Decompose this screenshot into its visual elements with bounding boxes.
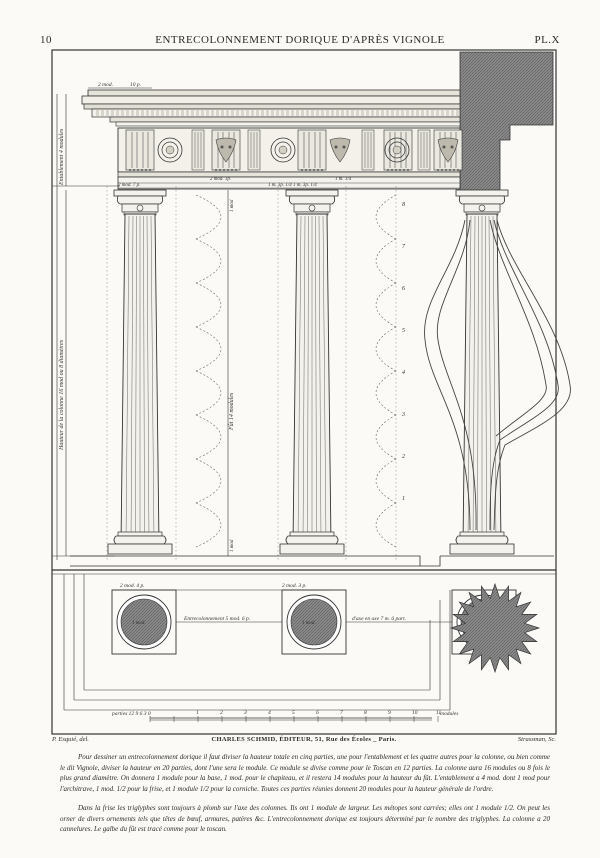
column-left [107, 189, 173, 555]
shaft-label: Fût 14 modules [228, 392, 235, 431]
metope-bucrane [437, 137, 459, 163]
entablature-label: Entablement 4 modules [58, 128, 65, 186]
triglyph [247, 129, 261, 171]
scale-number: 1 [196, 710, 199, 716]
plan-entrecolonnement: Entrecolonnement 5 mod. 6 p. [183, 616, 250, 622]
flute-construction [195, 194, 397, 548]
flute-number: 4 [402, 369, 405, 376]
plate-number: PL.X [534, 34, 560, 46]
scale-number: 7 [340, 710, 343, 716]
triglyph [191, 129, 205, 171]
flute-number: 8 [402, 202, 405, 208]
metope-bucrane [215, 137, 237, 163]
triglyph [125, 129, 155, 171]
stylobate [52, 555, 556, 711]
flute-number: 5 [402, 328, 405, 334]
scale-number: 8 [364, 710, 367, 716]
dim-mid-3: 1 m. 3p. 1/4 1 m. 3p. 1/4 [268, 183, 317, 188]
dim-plan-2: 2 mod. 3 p. [282, 583, 307, 589]
dim-plan-1: 2 mod. 4 p. [120, 582, 145, 589]
scale-bar [149, 716, 439, 722]
credit-publisher: CHARLES SCHMID, ÉDITEUR, 51, Rue des Éco… [211, 736, 397, 743]
flute-number: 7 [402, 244, 406, 250]
scale-number: 5 [292, 710, 295, 716]
dim-mid-4: 1 m. 1/4 [335, 177, 352, 182]
scale-number: 11 [436, 710, 441, 716]
dim-top: 2 mod. [98, 82, 113, 88]
column-height-label: Hauteur de la colonne 16 mod ou 8 diamèt… [59, 339, 65, 451]
plan-label-2: 1 mod. [302, 621, 316, 626]
flute-number: 2 [402, 454, 405, 460]
flute-number: 1 [402, 496, 405, 502]
credit-draftsman: P. Esquié, del. [52, 736, 89, 743]
wall-section [459, 51, 554, 196]
dim-top-2: 10 p. [130, 82, 141, 88]
dim-mid-2: 2 mod. 1p. [210, 177, 231, 182]
description-paragraph-1: Pour dessiner un entrecolonnement doriqu… [60, 753, 550, 793]
entasis-construction [424, 219, 571, 531]
scale-number: 10 [412, 710, 418, 716]
scale-number: 6 [316, 710, 319, 716]
scale-number: 4 [268, 709, 271, 716]
credit-engraver: Strassman, Sc. [517, 736, 556, 743]
scale-label: parties 12 9 6 3 0 [111, 711, 151, 717]
frieze [117, 127, 463, 173]
description-paragraph-2: Dans la frise les triglyphes sont toujou… [60, 804, 550, 833]
metope-patera [384, 137, 410, 163]
cornice [81, 89, 461, 127]
plate-title: ENTRECOLONNEMENT DORIQUE D'APRÈS VIGNOLE [155, 34, 445, 46]
scale-unit: modules [440, 711, 458, 717]
scale-number: 2 [220, 710, 223, 716]
metope-patera [157, 137, 183, 163]
flute-number: 3 [401, 412, 405, 418]
flute-plan-star [449, 582, 541, 674]
architrave [117, 171, 461, 190]
column-right [449, 189, 515, 555]
plan-axe: d'axe en axe 7 m. 6 part. [352, 616, 406, 622]
scale-number: 3 [243, 710, 247, 716]
capital-label: 1 mod [230, 199, 235, 212]
triglyph [417, 129, 431, 171]
plate-frame [51, 49, 557, 735]
scale-number: 9 [388, 710, 391, 716]
metope-patera [270, 137, 296, 163]
metope-bucrane [329, 137, 351, 163]
height-dimension [52, 94, 229, 560]
triglyph [361, 129, 375, 171]
column-center [279, 189, 345, 555]
plan-label-1: 1 mod. [132, 621, 146, 626]
page-number: 10 [40, 34, 52, 46]
dim-mid-1: 2 mod. 7 p. [118, 183, 140, 188]
flute-number: 6 [402, 286, 405, 292]
plan-view [111, 582, 541, 674]
triglyph [297, 129, 327, 171]
base-label: 1 mod [230, 539, 235, 552]
